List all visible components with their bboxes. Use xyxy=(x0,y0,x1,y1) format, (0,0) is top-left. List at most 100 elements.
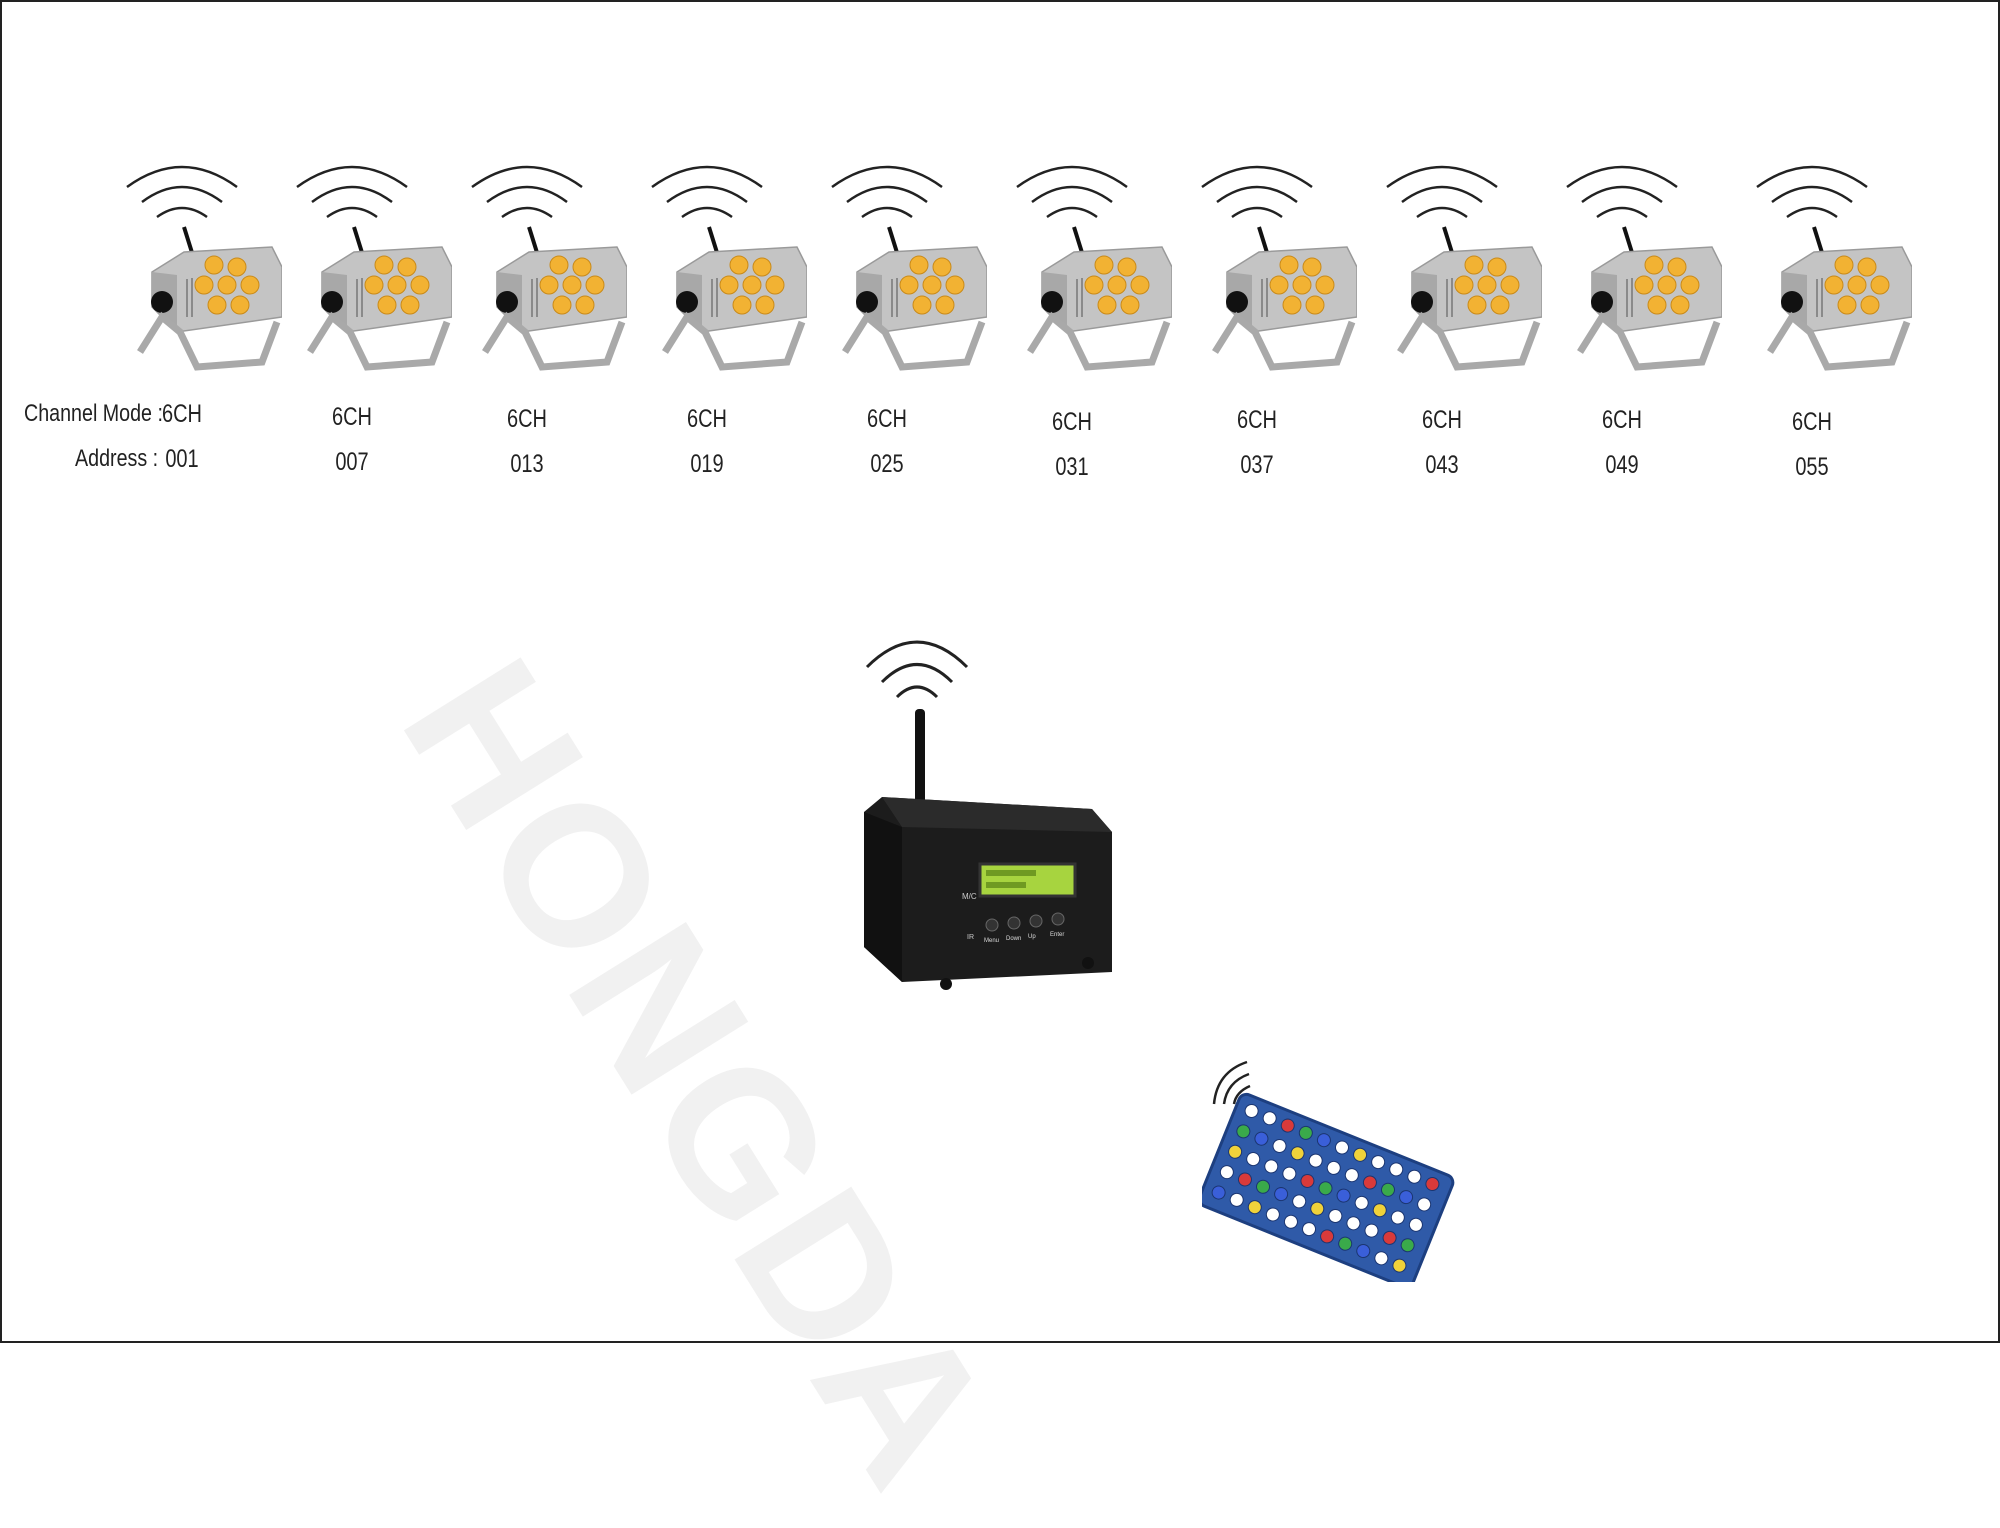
remote-key xyxy=(1283,1214,1298,1229)
channel-mode-value: 6CH xyxy=(1421,406,1462,434)
channel-mode-value: 6CH xyxy=(1601,406,1642,434)
remote-key xyxy=(1417,1197,1432,1212)
remote-key xyxy=(1219,1165,1234,1180)
remote-key xyxy=(1328,1208,1343,1223)
controller-button-enter xyxy=(1051,912,1065,926)
remote-key xyxy=(1344,1168,1359,1183)
remote-key xyxy=(1400,1238,1415,1253)
par-light-icon xyxy=(126,165,282,371)
remote-key xyxy=(1282,1166,1297,1181)
address-value: 007 xyxy=(335,448,369,476)
remote-key xyxy=(1399,1190,1414,1205)
address-value: 013 xyxy=(510,450,544,478)
lcd-screen xyxy=(978,862,1077,898)
fixture-3: 6CH 013 xyxy=(467,157,627,478)
remote-key xyxy=(1274,1187,1289,1202)
remote-key xyxy=(1236,1124,1251,1139)
par-light-icon xyxy=(831,165,987,371)
remote-key xyxy=(1244,1103,1259,1118)
par-light-icon xyxy=(651,165,807,371)
remote-key xyxy=(1229,1192,1244,1207)
address-value: 025 xyxy=(870,450,904,478)
remote-illustration xyxy=(1197,1060,1455,1289)
address-value: 049 xyxy=(1605,451,1639,479)
side-label: IR xyxy=(967,934,974,941)
remote-key xyxy=(1354,1195,1369,1210)
par-light-icon xyxy=(1756,165,1912,371)
remote-key xyxy=(1334,1140,1349,1155)
controller-button-up xyxy=(1029,914,1043,928)
wifi-signal-icon xyxy=(471,165,583,219)
wifi-signal-icon xyxy=(651,165,763,219)
channel-mode-value: 6CH xyxy=(1236,406,1277,434)
remote-key xyxy=(1408,1217,1423,1232)
controller-wifi-icon xyxy=(865,640,969,699)
controller-button-label: Down xyxy=(1006,936,1021,942)
channel-mode-value: 6CH xyxy=(686,405,727,433)
par-light-icon xyxy=(1016,165,1172,371)
remote-key xyxy=(1228,1144,1243,1159)
par-light-icon xyxy=(1566,165,1722,371)
remote-key xyxy=(1247,1200,1262,1215)
remote-key xyxy=(1262,1111,1277,1126)
fixture-2: 6CH 007 xyxy=(292,157,452,476)
remote-key xyxy=(1302,1222,1317,1237)
channel-mode-label: Channel Mode : xyxy=(24,400,163,427)
remote-key xyxy=(1320,1229,1335,1244)
par-light-icon xyxy=(296,165,452,371)
remote-key xyxy=(1425,1177,1440,1192)
remote-key xyxy=(1390,1210,1405,1225)
remote-signal-icon xyxy=(1212,1060,1251,1105)
address-value: 001 xyxy=(165,445,199,473)
remote-key xyxy=(1336,1188,1351,1203)
remote-keypad xyxy=(1211,1103,1440,1273)
remote-key xyxy=(1318,1181,1333,1196)
remote-key xyxy=(1382,1230,1397,1245)
remote-key xyxy=(1211,1185,1226,1200)
channel-mode-value: 6CH xyxy=(161,400,202,428)
remote-key xyxy=(1356,1244,1371,1259)
controller-button-label: Up xyxy=(1028,934,1036,940)
channel-mode-value: 6CH xyxy=(1791,408,1832,436)
fixture-1: 6CH 001 xyxy=(122,157,282,473)
address-value: 055 xyxy=(1795,453,1829,481)
remote-key xyxy=(1362,1175,1377,1190)
remote-key xyxy=(1272,1138,1287,1153)
remote-key xyxy=(1280,1118,1295,1133)
fixture-7: 6CH 037 xyxy=(1197,157,1357,479)
remote-key xyxy=(1264,1159,1279,1174)
remote-key xyxy=(1292,1194,1307,1209)
remote-key xyxy=(1338,1236,1353,1251)
par-light-icon xyxy=(471,165,627,371)
wifi-signal-icon xyxy=(831,165,943,219)
par-light-icon xyxy=(1386,165,1542,371)
address-label: Address : xyxy=(75,445,159,472)
wifi-signal-icon xyxy=(126,165,238,219)
fixture-4: 6CH 019 xyxy=(647,157,807,478)
remote-key xyxy=(1256,1179,1271,1194)
channel-mode-value: 6CH xyxy=(506,405,547,433)
remote-key xyxy=(1316,1133,1331,1148)
fixture-5: 6CH 025 xyxy=(827,157,987,478)
wifi-signal-icon xyxy=(1566,165,1678,219)
remote-key xyxy=(1371,1155,1386,1170)
remote-key xyxy=(1237,1172,1252,1187)
fixture-8: 6CH 043 xyxy=(1382,157,1542,479)
remote-key xyxy=(1308,1153,1323,1168)
par-light-icon xyxy=(1201,165,1357,371)
controller-button-label: Enter xyxy=(1050,932,1064,938)
channel-mode-value: 6CH xyxy=(1051,408,1092,436)
remote-key xyxy=(1298,1125,1313,1140)
wifi-signal-icon xyxy=(1756,165,1868,219)
remote-key xyxy=(1407,1169,1422,1184)
remote-key xyxy=(1346,1216,1361,1231)
fixture-10: 6CH 055 xyxy=(1752,157,1912,481)
wifi-signal-icon xyxy=(296,165,408,219)
controller-button-down xyxy=(1007,916,1021,930)
remote-key xyxy=(1380,1182,1395,1197)
address-value: 043 xyxy=(1425,451,1459,479)
